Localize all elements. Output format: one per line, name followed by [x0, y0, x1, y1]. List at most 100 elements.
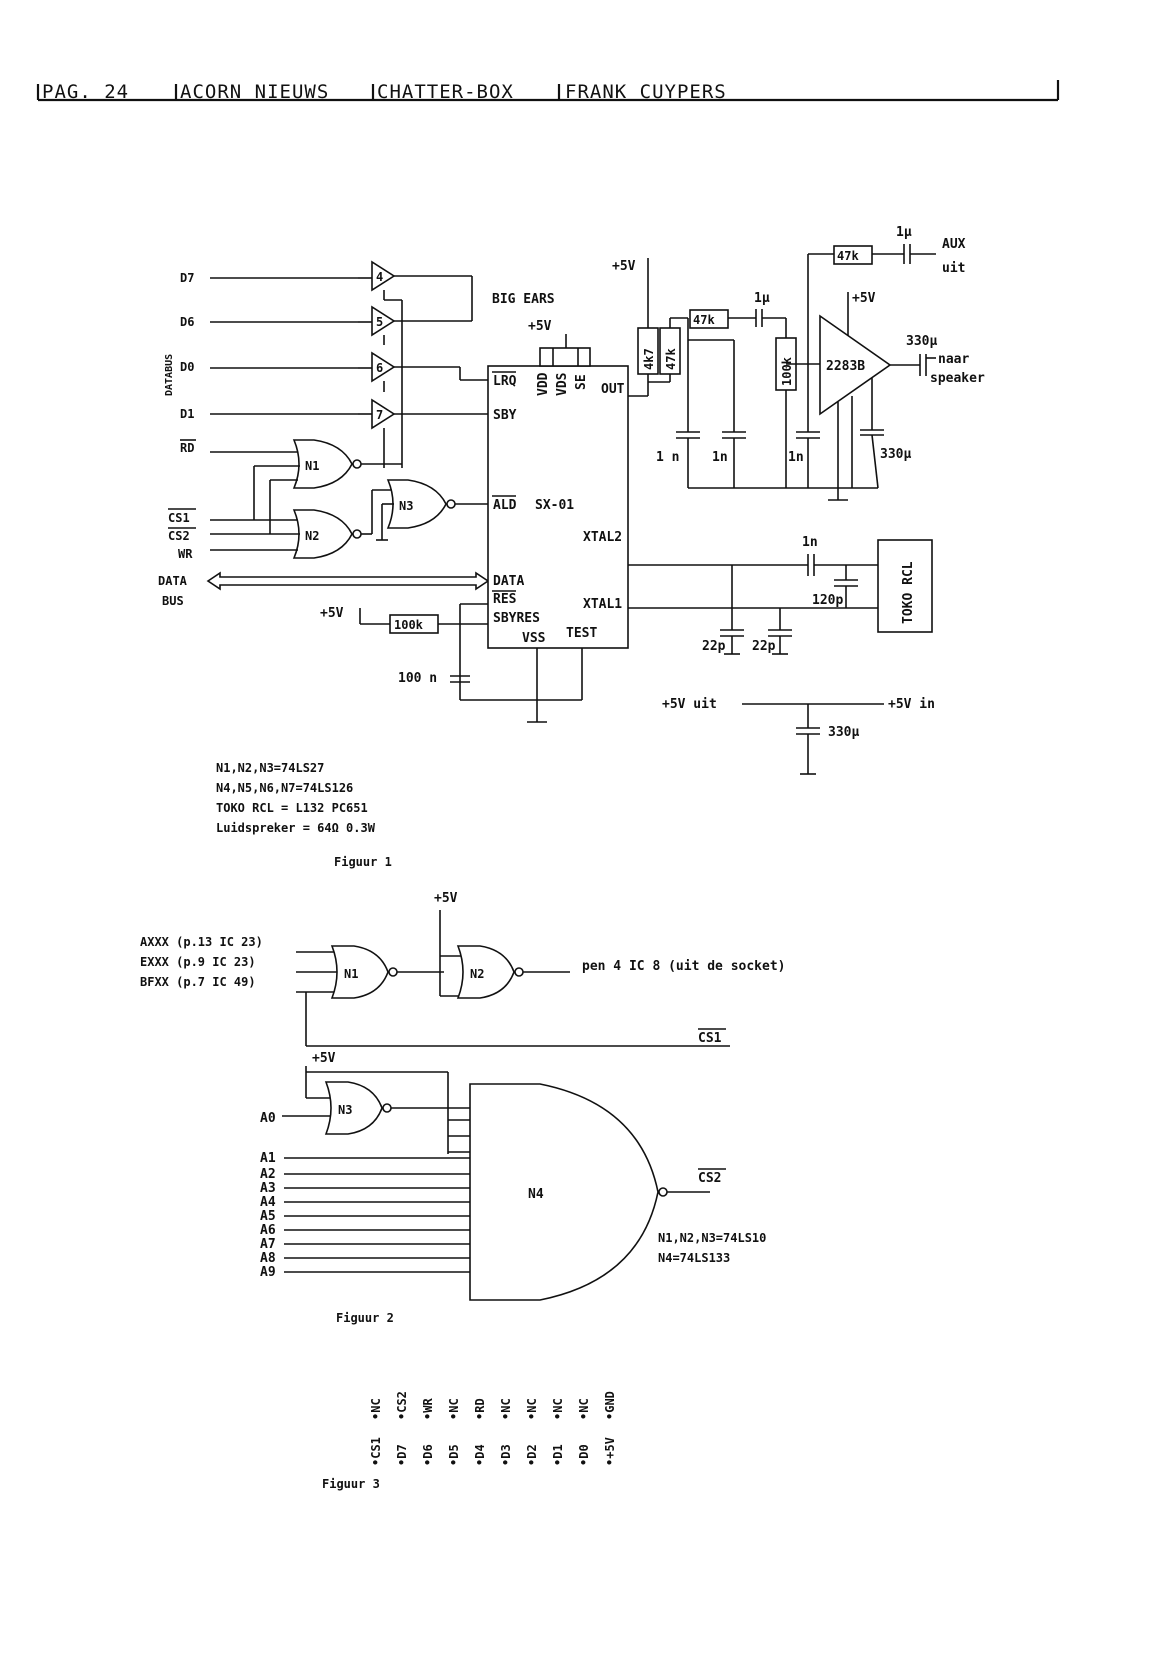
databus-label: DATABUS: [164, 354, 175, 396]
c-22p-a: 22p: [702, 639, 726, 654]
f2-a2: A2: [260, 1167, 276, 1182]
pin-label-bottom_row-6: •D2: [525, 1444, 539, 1466]
buffer-7: 7: [371, 398, 396, 430]
pin-sbyres: SBYRES: [493, 611, 540, 626]
svg-text:N1: N1: [344, 967, 358, 981]
aux-uit-label: uit: [942, 261, 965, 276]
pin-label-top_row-0: •NC: [369, 1398, 383, 1420]
svg-text:N3: N3: [399, 499, 413, 513]
note-4: Luidspreker = 64Ω 0.3W: [216, 821, 376, 835]
input-bus: BUS: [162, 594, 184, 608]
svg-text:6: 6: [376, 361, 383, 375]
figure2-caption: Figuur 2: [336, 1311, 394, 1325]
supply-5v-res: +5V: [320, 606, 344, 621]
f2-gate-n1: N1: [330, 945, 398, 999]
header-title: CHATTER-BOX: [377, 81, 514, 103]
c-1u-b: 1µ: [896, 225, 912, 240]
c-1n-a: 1 n: [656, 450, 679, 465]
sx01-chip: LRQ SBY ALD SX-01 DATA RES SBYRES VSS TE…: [487, 365, 629, 649]
f2-input-axxx: AXXX (p.13 IC 23): [140, 935, 263, 949]
pin-ald: ALD: [493, 498, 517, 513]
r-100k-res: 100k: [394, 618, 424, 632]
f2-a4: A4: [260, 1195, 276, 1210]
input-wr: WR: [178, 547, 193, 561]
f2-a6: A6: [260, 1223, 276, 1238]
page-header: PAG. 24 ACORN NIEUWS CHATTER-BOX FRANK C…: [36, 80, 1060, 103]
supply-out-label: +5V uit: [662, 697, 717, 712]
pin-data: DATA: [493, 574, 524, 589]
gate-n3: N3: [386, 479, 456, 529]
f2-supply-a: +5V: [434, 891, 458, 906]
svg-text:N1: N1: [305, 459, 319, 473]
pin-label-bottom_row-1: •D7: [395, 1444, 409, 1466]
pin-label-bottom_row-5: •D3: [499, 1444, 513, 1466]
connector-top-row: •NC•CS2•WR•NC•RD•NC•NC•NC•NC•GND: [369, 1391, 617, 1420]
c-330u-b: 330µ: [906, 334, 937, 349]
header-magazine: ACORN NIEUWS: [180, 81, 329, 103]
gate-n2: N2: [292, 509, 362, 559]
svg-text:TOKO RCL: TOKO RCL: [901, 561, 916, 624]
input-d1: D1: [180, 407, 194, 421]
f2-gate-n2: N2: [456, 945, 524, 999]
supply-5v-chip: +5V: [528, 319, 552, 334]
r-47k-a: 47k: [664, 348, 678, 370]
pin-sby: SBY: [493, 408, 517, 423]
buffer-4: 4: [371, 260, 396, 292]
supply-5v-out: +5V: [612, 259, 636, 274]
f2-gate-n4: N4: [469, 1083, 668, 1301]
svg-text:N2: N2: [470, 967, 484, 981]
pin-vss: VSS: [522, 631, 546, 646]
f2-output-label: pen 4 IC 8 (uit de socket): [582, 959, 786, 974]
pin-vds: VDS: [555, 372, 570, 396]
note-3: TOKO RCL = L132 PC651: [216, 801, 368, 815]
input-d0: D0: [180, 360, 194, 374]
input-rd: RD: [180, 441, 194, 455]
input-d6: D6: [180, 315, 194, 329]
r-100k-b: 100k: [780, 356, 794, 386]
buffer-5: 5: [371, 305, 396, 337]
f2-input-exxx: EXXX (p.9 IC 23): [140, 955, 256, 969]
toko-rcl: TOKO RCL: [877, 539, 933, 633]
c-100n: 100 n: [398, 671, 437, 686]
f2-a9: A9: [260, 1265, 276, 1280]
pin-vdd: VDD: [536, 372, 551, 396]
c-120p: 120p: [812, 593, 843, 608]
connector-bottom-row: •CS1•D7•D6•D5•D4•D3•D2•D1•D0•+5V: [369, 1437, 617, 1466]
input-d7: D7: [180, 271, 194, 285]
f2-cs2: CS2: [698, 1171, 721, 1186]
c-330u-c: 330µ: [828, 725, 859, 740]
input-data: DATA: [158, 574, 188, 588]
r-47k-b: 47k: [693, 313, 715, 327]
c-1u-a: 1µ: [754, 291, 770, 306]
buffer-6: 6: [371, 351, 396, 383]
pin-label-top_row-7: •NC: [551, 1398, 565, 1420]
aux-label: AUX: [942, 237, 966, 252]
supply-5v-amp: +5V: [852, 291, 876, 306]
pin-lrq: LRQ: [493, 374, 517, 389]
f2-note-1: N1,N2,N3=74LS10: [658, 1231, 766, 1245]
pin-xtal1: XTAL1: [583, 597, 622, 612]
svg-text:5: 5: [376, 315, 383, 329]
header-page: PAG. 24: [42, 81, 129, 103]
f2-gate-n3: N3: [324, 1081, 392, 1135]
f2-cs1: CS1: [698, 1031, 722, 1046]
figure-3: •NC•CS2•WR•NC•RD•NC•NC•NC•NC•GND •CS1•D7…: [322, 1391, 617, 1491]
r-4k7: 4k7: [642, 348, 656, 370]
input-cs2: CS2: [168, 529, 190, 543]
pin-label-bottom_row-7: •D1: [551, 1444, 565, 1466]
f2-note-2: N4=74LS133: [658, 1251, 730, 1265]
gate-n1: N1: [292, 439, 362, 489]
svg-text:N4: N4: [528, 1187, 544, 1202]
svg-text:2283B: 2283B: [826, 359, 865, 374]
c-22p-b: 22p: [752, 639, 776, 654]
figure-1: D7 D6 D0 D1 RD CS1 CS2 WR DATA BUS DATAB…: [158, 225, 985, 869]
pin-label-top_row-1: •CS2: [395, 1391, 409, 1420]
f2-a3: A3: [260, 1181, 276, 1196]
pin-res: RES: [493, 592, 517, 607]
pin-label-bottom_row-2: •D6: [421, 1444, 435, 1466]
svg-text:4: 4: [376, 270, 383, 284]
naar-label: naar: [938, 352, 969, 367]
pin-label-bottom_row-0: •CS1: [369, 1437, 383, 1466]
